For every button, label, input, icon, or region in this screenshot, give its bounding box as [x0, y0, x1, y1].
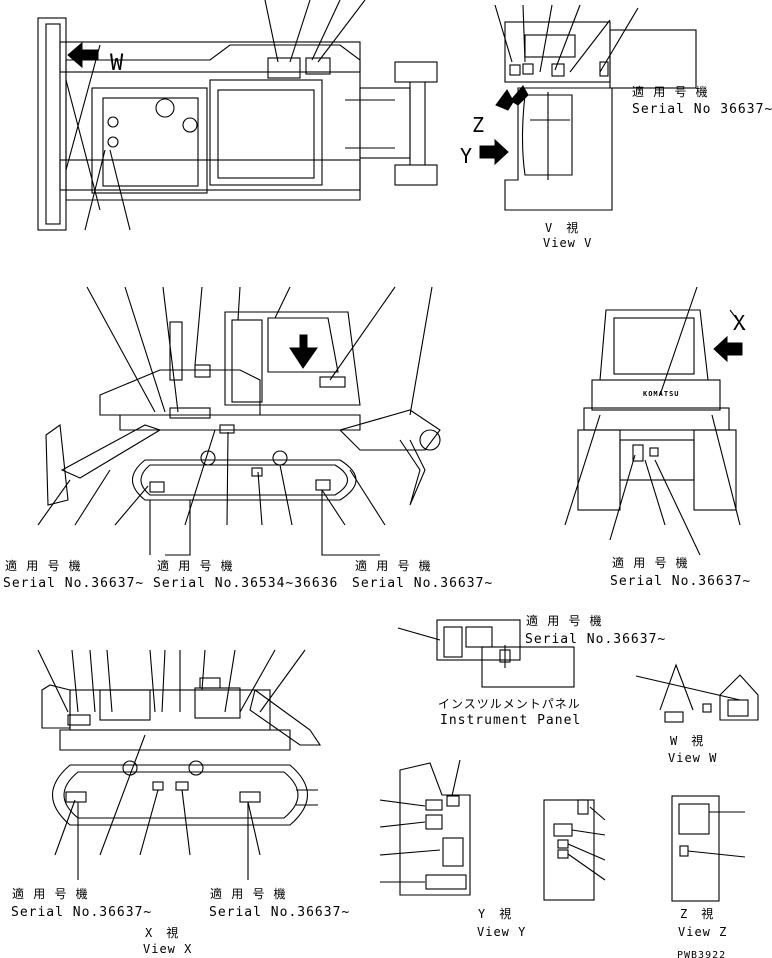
label-x-arrow: X	[733, 311, 746, 335]
view-x-en: View X	[143, 942, 192, 956]
view-v-jp: V 視	[545, 220, 579, 235]
applicable-label-panel: 適 用 号 機	[526, 613, 603, 628]
view-x-dozer-side: 適 用 号 機 Serial No.36637~ 適 用 号 機 Serial …	[11, 649, 350, 956]
serial-label-rear: Serial No.36637~	[610, 574, 751, 589]
applicable-label-3: 適 用 号 機	[355, 558, 432, 573]
serial-label-panel: Serial No.36637~	[525, 632, 666, 647]
applicable-label-x1: 適 用 号 機	[12, 886, 89, 901]
label-z-arrow: Z	[472, 113, 485, 137]
view-w-arm: W 視 View W	[635, 663, 759, 765]
view-x-jp: X 視	[145, 925, 179, 940]
view-w-en: View W	[668, 751, 717, 765]
serial-label-2: Serial No.36534~36636	[153, 576, 338, 591]
serial-label-x2: Serial No.36637~	[209, 905, 350, 920]
applicable-label-rear: 適 用 号 機	[612, 555, 689, 570]
instrument-panel: 適 用 号 機 Serial No.36637~ インスツルメントパネル Ins…	[397, 613, 666, 728]
view-y-cab-side: Y 視 View Y	[379, 759, 606, 939]
view-y-jp: Y 視	[478, 906, 512, 921]
applicable-label-v: 適 用 号 機	[632, 84, 709, 99]
view-z-en: View Z	[678, 925, 727, 939]
side-view-dozer: 適 用 号 機 Serial No.36637~ 適 用 号 機 Serial …	[3, 286, 493, 591]
serial-label-1: Serial No.36637~	[3, 576, 144, 591]
view-w-jp: W 視	[670, 733, 704, 748]
view-y-en: View Y	[477, 925, 526, 939]
applicable-label-x2: 適 用 号 機	[210, 886, 287, 901]
panel-title-en: Instrument Panel	[440, 713, 581, 728]
applicable-label-2: 適 用 号 機	[157, 558, 234, 573]
serial-label-x1: Serial No.36637~	[11, 905, 152, 920]
view-v-cab-interior: Z Y 適 用 号 機 Serial No 36637~ V 視 View V	[460, 4, 772, 250]
view-z-jp: Z 視	[680, 906, 714, 921]
serial-label-v: Serial No 36637~	[632, 102, 772, 117]
top-view-dozer: W	[37, 0, 438, 231]
view-v-en: View V	[543, 236, 592, 250]
label-w-arrow: W	[110, 51, 124, 76]
label-y-arrow: Y	[460, 144, 473, 168]
panel-title-jp: インスツルメントパネル	[438, 697, 581, 711]
rear-view-dozer: KOMATSU X 適 用 号 機 Serial No.36637~	[564, 286, 751, 589]
drawing-number: PWB3922	[677, 950, 726, 958]
view-z-door: Z 視 View Z	[671, 795, 746, 939]
applicable-label-1: 適 用 号 機	[5, 558, 82, 573]
serial-label-3: Serial No.36637~	[352, 576, 493, 591]
